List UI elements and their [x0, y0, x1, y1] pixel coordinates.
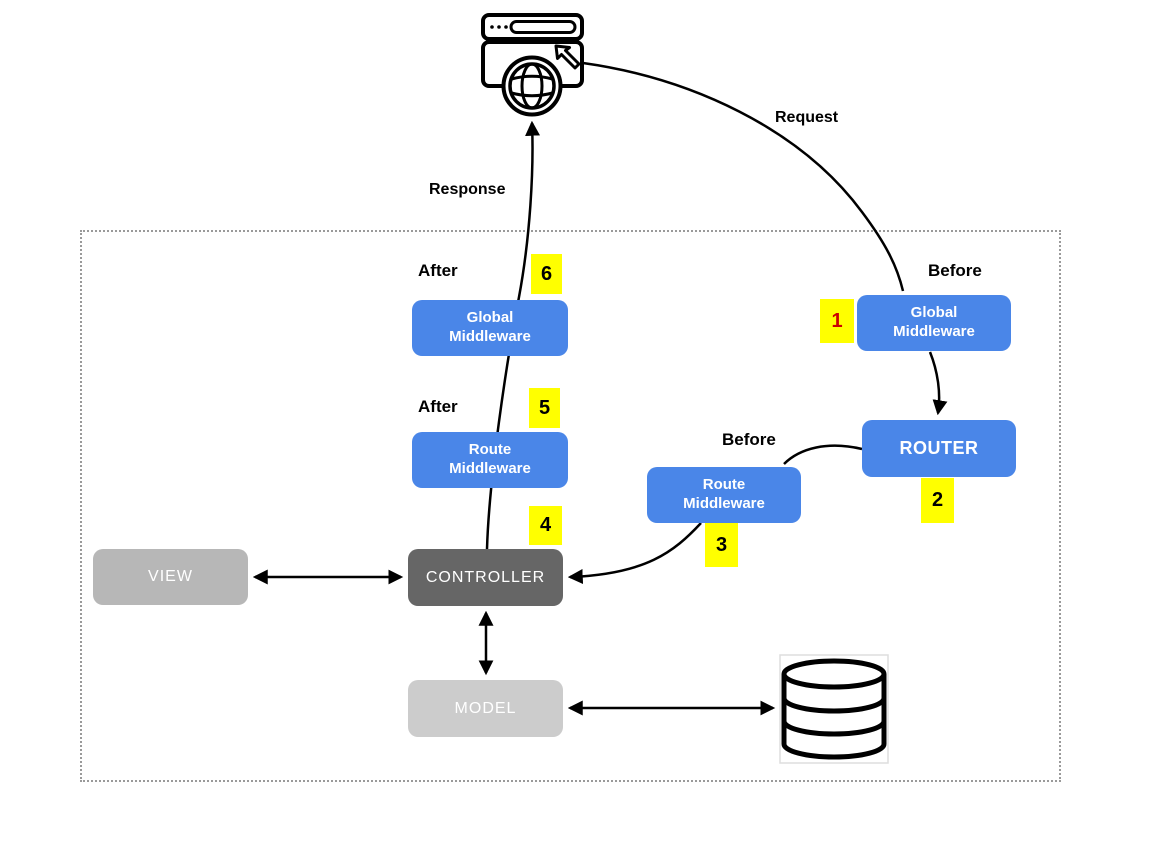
browser-dot-icon — [490, 25, 494, 29]
browser-dot-icon — [504, 25, 508, 29]
application-boundary-box — [80, 230, 1061, 782]
cursor-arrow-icon — [554, 44, 581, 70]
step-badge-1: 1 — [820, 299, 854, 343]
node-route-middleware-after: Route Middleware — [412, 432, 568, 488]
browser-dot-icon — [497, 25, 501, 29]
browser-window-icon — [481, 13, 584, 117]
after-label-global: After — [418, 261, 458, 280]
after-label-route: After — [418, 397, 458, 416]
node-router: ROUTER — [862, 420, 1016, 477]
before-label-route: Before — [722, 430, 776, 449]
route-before-to-controller-arrow — [567, 522, 702, 584]
step-badge-5: 5 — [529, 388, 560, 428]
request-label: Request — [775, 109, 839, 126]
step-badge-3: 3 — [705, 523, 738, 567]
global-before-to-router-arrow — [928, 351, 948, 416]
router-to-route-before-connector — [783, 444, 863, 465]
node-route-middleware-before: Route Middleware — [647, 467, 801, 523]
node-controller: CONTROLLER — [408, 549, 563, 606]
node-view: VIEW — [93, 549, 248, 605]
node-global-middleware-after: Global Middleware — [412, 300, 568, 356]
node-model: MODEL — [408, 680, 563, 737]
step-badge-2: 2 — [921, 478, 954, 523]
step-badge-4: 4 — [529, 506, 562, 545]
before-label-global: Before — [928, 261, 982, 280]
database-cylinder-icon — [779, 654, 889, 764]
address-bar-icon — [509, 20, 577, 34]
step-badge-6: 6 — [531, 254, 562, 294]
request-arrow — [582, 61, 905, 292]
database-icon-frame — [779, 654, 889, 764]
globe-icon — [501, 55, 563, 117]
node-global-middleware-before: Global Middleware — [857, 295, 1011, 351]
response-label: Response — [429, 181, 506, 198]
